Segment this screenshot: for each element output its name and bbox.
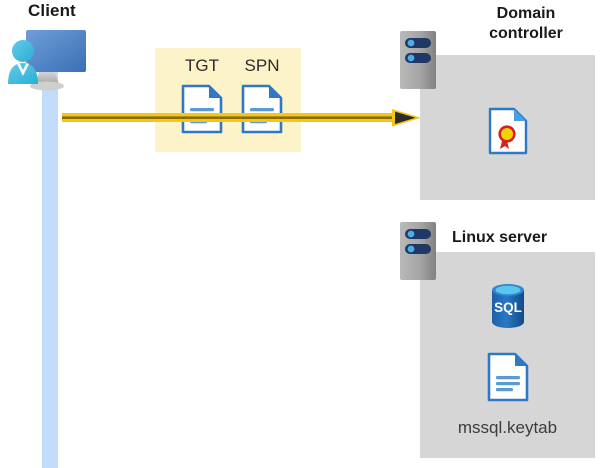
client-user-monitor-icon — [6, 26, 92, 94]
linux-server-rack-icon — [400, 222, 436, 280]
request-arrow — [62, 108, 422, 128]
domain-controller-title: Domain controller — [456, 4, 596, 44]
sql-database-icon: SQL — [487, 281, 529, 331]
certificate-document-icon — [488, 107, 528, 155]
domain-controller-title-line2: controller — [489, 25, 563, 42]
client-lifeline — [42, 60, 58, 468]
tgt-label: TGT — [185, 56, 219, 75]
sql-icon-label: SQL — [494, 300, 522, 315]
spn-label: SPN — [244, 56, 280, 75]
keytab-file-label: mssql.keytab — [457, 418, 558, 437]
domain-controller-server-rack-icon — [400, 31, 436, 89]
domain-controller-title-line1: Domain — [496, 5, 556, 22]
keytab-document-icon — [487, 352, 529, 402]
linux-server-title: Linux server — [452, 229, 548, 246]
client-title: Client — [28, 1, 76, 20]
